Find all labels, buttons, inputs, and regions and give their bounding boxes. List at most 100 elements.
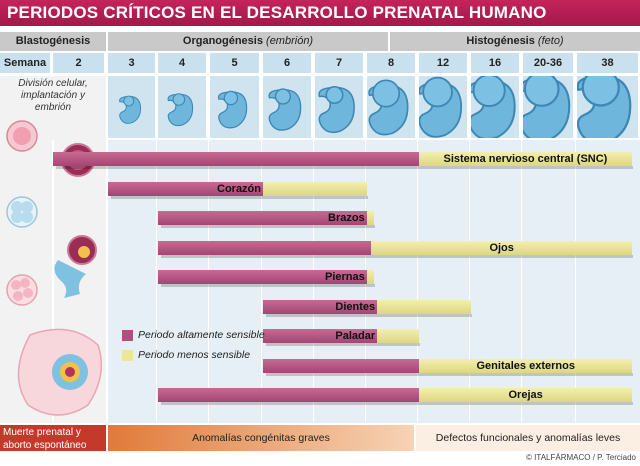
embryo-cell: [158, 76, 206, 138]
footer-early-deaths: Muerte prenatal y aborto espontáneo frec…: [0, 425, 106, 464]
bar-low-sensitivity: [367, 211, 374, 225]
morula-icon: [6, 196, 38, 228]
legend-high-label: Periodo altamente sensible: [138, 329, 265, 341]
gridline: [575, 140, 576, 423]
embryo-icon: [119, 95, 142, 124]
bar-high-sensitivity: [263, 329, 378, 343]
bar-high-sensitivity: [263, 299, 378, 314]
week-label: 16: [471, 53, 519, 73]
week-label: 4: [158, 53, 206, 73]
zygote-icon: [6, 120, 38, 152]
embryo-icon: [468, 73, 516, 140]
bar-shadow: [266, 313, 472, 317]
gridline: [521, 140, 522, 423]
embryo-icon: [368, 79, 409, 136]
column-divider: [52, 140, 54, 423]
bar-label: Dientes: [335, 300, 376, 313]
bar-high-sensitivity: [158, 270, 367, 284]
sensitivity-bar: Ojos: [158, 240, 633, 258]
gridline: [417, 140, 418, 423]
early-stage-illustrations: [6, 120, 103, 416]
implantation-icon: [54, 235, 97, 298]
bar-low-sensitivity: [377, 299, 471, 314]
embryo-icon: [268, 88, 302, 131]
bar-label: Sistema nervioso central (SNC): [443, 153, 608, 165]
embryo-cell: [418, 76, 467, 138]
embryo-icon: [318, 86, 355, 134]
uterus-embryo-icon: [17, 328, 103, 416]
bar-label: Genitales externos: [476, 359, 575, 372]
embryo-cell: [263, 76, 311, 138]
bar-high-sensitivity: [158, 240, 371, 255]
embryo-cell: [367, 76, 415, 138]
phase-header-histogenesis: Histogénesis (feto): [390, 32, 640, 51]
embryo-cell: [576, 68, 638, 145]
sensitivity-bar: Corazón: [108, 181, 368, 199]
bar-shadow: [161, 402, 633, 405]
phase-histogenesis-note: (feto): [537, 35, 564, 47]
sensitivity-bar: Brazos: [158, 211, 375, 228]
bar-label: Piernas: [325, 271, 365, 283]
bar-high-sensitivity: [263, 358, 419, 373]
bar-low-sensitivity: [367, 270, 374, 284]
bar-label: Orejas: [508, 389, 543, 401]
gridline: [469, 140, 470, 423]
legend-swatch-high: [122, 330, 133, 341]
bar-label: Corazón: [217, 182, 261, 195]
bar-high-sensitivity: [158, 211, 367, 225]
sensitivity-bar: Piernas: [158, 270, 375, 287]
embryo-cell: [519, 71, 573, 143]
bar-high-sensitivity: [53, 152, 419, 166]
legend-low-label: Periodo menos sensible: [138, 349, 251, 361]
week-label: 5: [210, 53, 259, 73]
gridline: [156, 140, 157, 423]
bar-low-sensitivity: [419, 152, 632, 166]
bar-low-sensitivity: [419, 388, 632, 402]
week-label: 2: [53, 53, 104, 73]
bar-low-sensitivity: [370, 240, 632, 255]
week-label: 20-36: [523, 53, 573, 73]
bar-shadow: [161, 284, 375, 287]
bar-low-sensitivity: [377, 329, 419, 343]
phase-histogenesis-label: Histogénesis: [466, 35, 535, 47]
bar-shadow: [266, 372, 633, 376]
footer-congenital-anomalies: Anomalías congénitas graves: [108, 425, 414, 451]
bar-shadow: [161, 225, 375, 228]
bar-high-sensitivity: [158, 388, 419, 402]
bar-label: Brazos: [328, 212, 365, 224]
bar-label: Paladar: [335, 330, 376, 342]
sensitivity-bar: Paladar: [263, 329, 420, 346]
phase-organogenesis-note: (embrión): [266, 35, 314, 47]
embryo-icon: [576, 68, 632, 145]
early-description: División celular, implantación y embrión: [18, 78, 88, 113]
embryo-cell: [468, 73, 519, 140]
credit-text: © ITALFÁRMACO / P. Terciado: [526, 453, 636, 462]
week-label: 12: [419, 53, 467, 73]
embryo-icon: [418, 76, 463, 138]
bar-low-sensitivity: [419, 358, 632, 373]
sensitivity-bar: Sistema nervioso central (SNC): [53, 152, 633, 169]
blastomere-cluster-icon: [6, 274, 38, 306]
bar-shadow: [266, 343, 420, 346]
sensitivity-bar: Orejas: [158, 388, 633, 405]
sensitivity-bar: Genitales externos: [263, 358, 633, 376]
phase-header-organogenesis: Organogénesis (embrión): [108, 32, 388, 51]
legend-swatch-low: [122, 350, 133, 361]
phase-header-blastogenesis: Blastogénesis: [0, 32, 106, 51]
embryo-icon: [167, 93, 194, 127]
week-label: 6: [263, 53, 311, 73]
embryo-cell: [315, 76, 363, 138]
bar-high-sensitivity: [108, 181, 263, 196]
embryo-cell: [108, 76, 155, 138]
week-label: 8: [367, 53, 415, 73]
bar-low-sensitivity: [263, 181, 367, 196]
week-label: Semana 1: [0, 53, 50, 89]
footer-functional-defects: Defectos funcionales y anomalías leves: [416, 425, 640, 451]
sensitivity-bar: Dientes: [263, 299, 472, 317]
page-title: PERIODOS CRÍTICOS EN EL DESARROLLO PRENA…: [0, 0, 640, 26]
bar-shadow: [111, 195, 368, 199]
phase-organogenesis-label: Organogénesis: [182, 35, 263, 47]
embryo-cell: [210, 76, 259, 138]
bar-shadow: [56, 166, 633, 169]
